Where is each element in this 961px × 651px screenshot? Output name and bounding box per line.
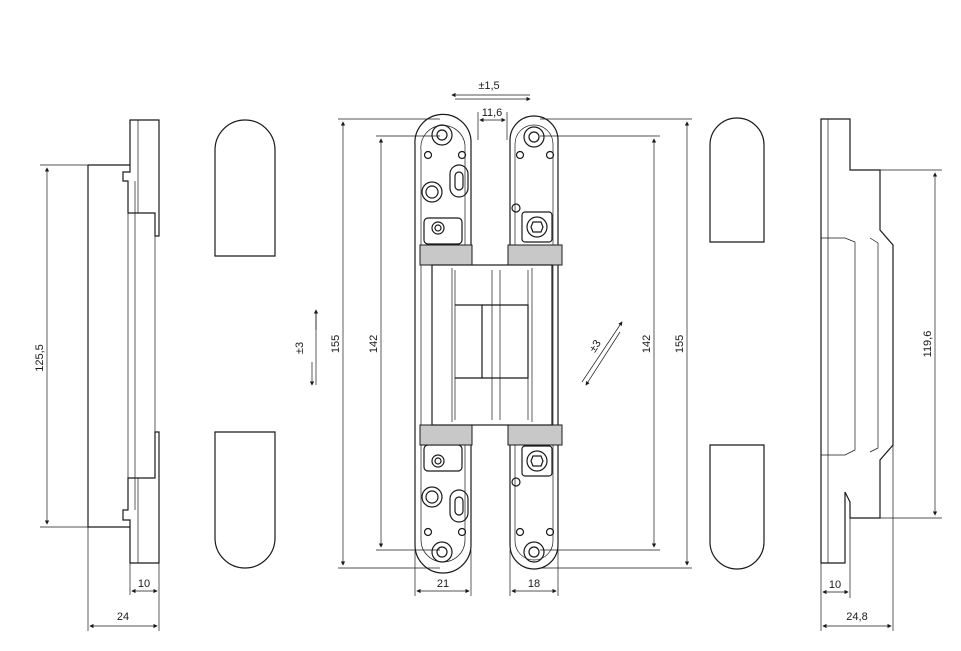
right-width-dimension: 24,8 [822, 445, 894, 631]
adjust-lateral-dimension: ±1,5 [451, 80, 531, 102]
adjust-depth-indicator: ±3 [581, 321, 623, 386]
gap-dimension: 11,6 [477, 107, 508, 140]
left-height-dimension: 125,5 [34, 164, 88, 528]
label-left-width-small: 10 [138, 578, 150, 590]
label-right-total-height: 155 [674, 335, 686, 353]
label-right-width: 24,8 [846, 611, 867, 623]
body-height-dimension: 142 [368, 135, 440, 551]
left-side-profile [87, 119, 160, 564]
label-adjust-depth: ±3 [587, 338, 604, 355]
label-right-leaf-width: 18 [528, 578, 540, 590]
left-width-dimension: 24 [87, 527, 160, 631]
label-left-height: 125,5 [34, 344, 46, 372]
adjust-vertical-indicator: ±3 [294, 309, 319, 386]
label-right-profile-height: 119,6 [922, 331, 934, 358]
label-right-body-height: 142 [641, 335, 653, 353]
right-body-height-dimension: 142 [540, 135, 660, 551]
right-width-small-dimension: 10 [820, 518, 851, 631]
label-adjust-lateral: ±1,5 [478, 80, 499, 92]
right-bottom-cover-cap [709, 444, 765, 570]
right-profile-height-dimension: 119,6 [880, 169, 942, 519]
left-top-cover-cap [214, 119, 276, 257]
label-left-leaf-width: 21 [437, 578, 449, 590]
label-right-width-small: 10 [829, 579, 841, 591]
left-leaf-width-dimension: 21 [414, 550, 472, 596]
label-left-width: 24 [117, 611, 129, 623]
right-total-height-dimension: 155 [540, 118, 692, 569]
label-gap: 11,6 [482, 107, 503, 119]
right-leaf-width-dimension: 18 [509, 550, 559, 596]
left-width-small-dimension: 10 [129, 563, 160, 595]
right-side-profile [820, 118, 894, 564]
label-body-height: 142 [368, 335, 380, 353]
right-top-cover-cap [709, 117, 765, 243]
label-total-height-outer: 155 [330, 335, 342, 353]
total-height-left-dimension: 155 [330, 118, 440, 569]
left-bottom-cover-cap [214, 431, 276, 569]
label-adjust-vertical: ±3 [294, 342, 306, 354]
hinge-center-body [431, 264, 553, 426]
